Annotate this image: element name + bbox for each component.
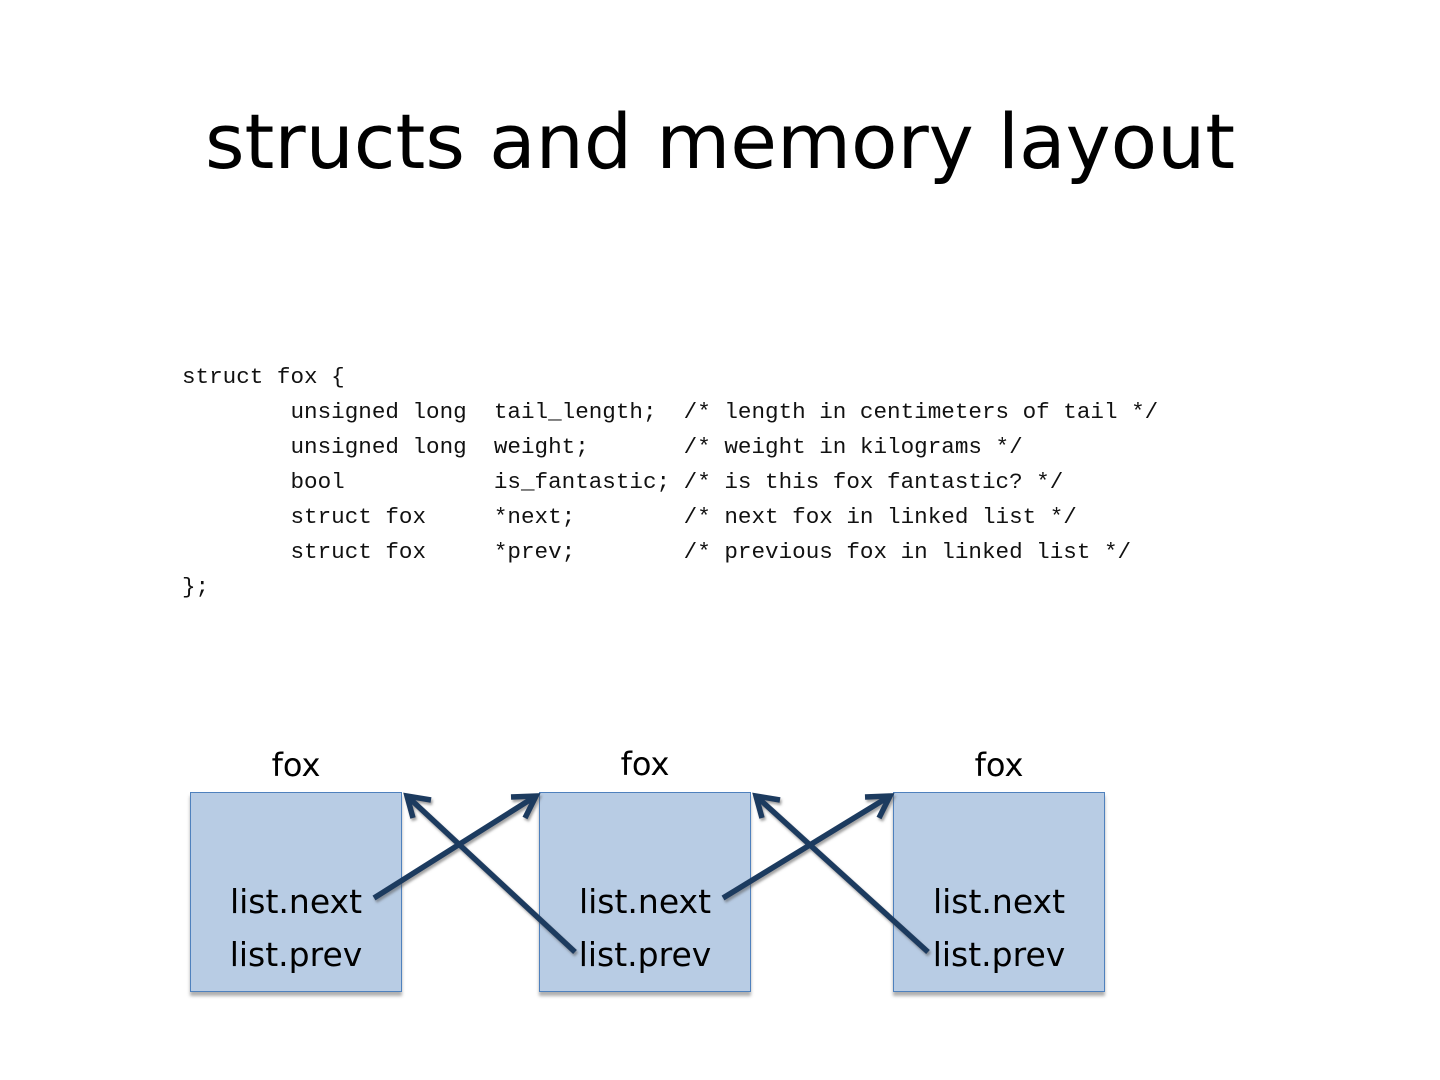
code-line: bool is_fantastic; /* is this fox fantas… xyxy=(182,469,1064,495)
fox-node-label: fox xyxy=(620,745,670,783)
list-prev-field: list.prev xyxy=(229,935,363,974)
fox-node-label: fox xyxy=(974,746,1024,784)
fox-node-box: list.next list.prev xyxy=(539,792,751,992)
fox-node-label: fox xyxy=(271,746,321,784)
struct-code-block: struct fox { unsigned long tail_length; … xyxy=(182,360,1158,605)
code-line: struct fox *prev; /* previous fox in lin… xyxy=(182,539,1132,565)
list-next-field: list.next xyxy=(932,882,1066,921)
code-line: struct fox *next; /* next fox in linked … xyxy=(182,504,1077,530)
code-line: unsigned long weight; /* weight in kilog… xyxy=(182,434,1023,460)
code-line: struct fox { xyxy=(182,364,345,390)
fox-node-box: list.next list.prev xyxy=(190,792,402,992)
code-line: unsigned long tail_length; /* length in … xyxy=(182,399,1159,425)
list-prev-field: list.prev xyxy=(578,935,712,974)
fox-node-box: list.next list.prev xyxy=(893,792,1105,992)
list-next-field: list.next xyxy=(578,882,712,921)
code-line: }; xyxy=(182,574,210,600)
list-next-field: list.next xyxy=(229,882,363,921)
slide-title: structs and memory layout xyxy=(204,97,1236,186)
list-prev-field: list.prev xyxy=(932,935,1066,974)
